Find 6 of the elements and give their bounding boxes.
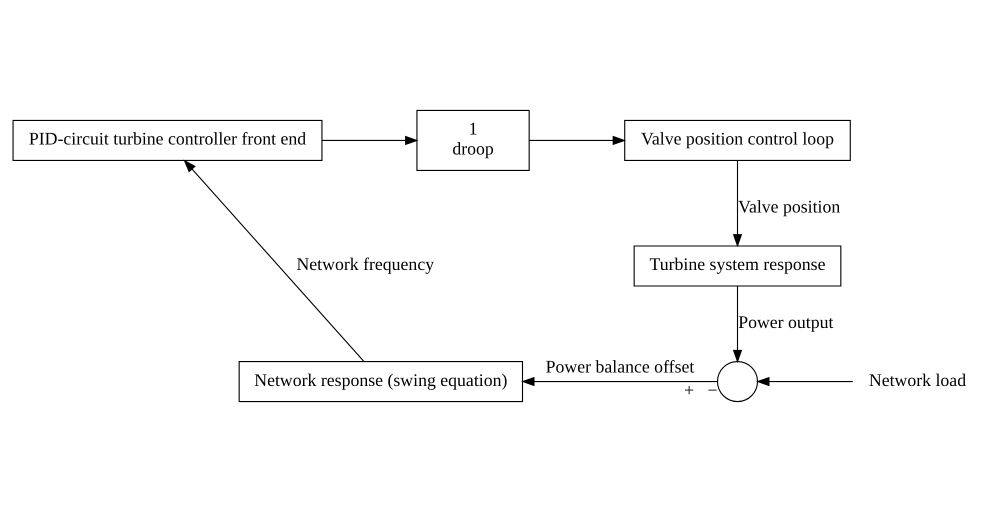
edge-label: Valve position <box>738 196 840 216</box>
edge-label: Power output <box>738 312 834 332</box>
node-text: Network load <box>868 370 966 390</box>
edge-label: Network frequency <box>296 254 434 274</box>
edge-label: Power balance offset <box>546 356 694 376</box>
node-label: + − <box>684 380 718 400</box>
